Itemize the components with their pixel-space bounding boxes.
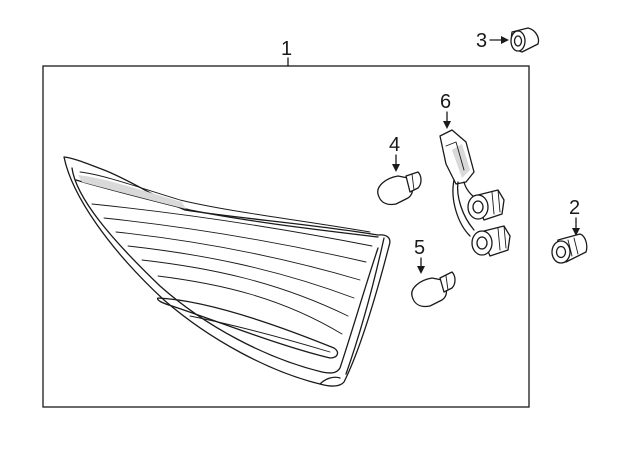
lens-line-7 <box>189 315 331 353</box>
lens-line-4 <box>127 245 355 299</box>
socket-2-ribs <box>567 237 579 257</box>
bulb-5-ribs <box>445 275 449 291</box>
callout-5-label: 5 <box>414 237 425 259</box>
callout-2-arrowhead <box>572 228 580 236</box>
housing-top-ridge-2 <box>79 171 371 233</box>
bulb-4-base <box>405 171 422 193</box>
lens-lower-panel <box>156 297 339 359</box>
callout-4[interactable]: 4 <box>389 134 400 172</box>
bulb-part-5[interactable] <box>411 271 456 308</box>
bulb-5-base <box>439 271 456 293</box>
callout-4-label: 4 <box>389 134 400 156</box>
harness-socket-lower-core <box>476 236 488 250</box>
bulb-part-4[interactable] <box>377 171 422 206</box>
harness-connector-edge <box>445 141 465 171</box>
callout-3[interactable]: 3 <box>476 30 509 52</box>
callout-5-arrowhead <box>417 266 425 274</box>
assembly-frame <box>42 65 530 408</box>
lens-line-3 <box>115 231 361 281</box>
callout-6-label: 6 <box>440 91 451 113</box>
callout-1-label: 1 <box>281 38 292 60</box>
callout-3-label: 3 <box>476 30 487 52</box>
grommet-part-3[interactable] <box>510 27 540 53</box>
callout-2-label: 2 <box>569 197 580 219</box>
housing-outer-shell <box>63 156 391 387</box>
harness-wire-1b <box>452 179 471 237</box>
housing-top-ridge <box>75 179 379 238</box>
callout-1[interactable]: 1 <box>281 38 292 67</box>
housing-top-rim <box>78 175 186 209</box>
callout-6-arrowhead <box>443 121 451 129</box>
socket-2-core <box>555 245 567 259</box>
grommet-3-hole <box>513 35 523 47</box>
housing-tip <box>319 376 341 385</box>
bulb-4-ribs <box>411 173 415 191</box>
callout-3-arrowhead <box>501 36 509 44</box>
harness-socket-upper-tabs <box>491 189 501 215</box>
housing-lens-edge <box>71 167 379 374</box>
wire-harness-part-6[interactable] <box>439 129 511 257</box>
harness-wire-1 <box>456 181 475 231</box>
housing-side-edge <box>345 237 385 375</box>
tail-lamp-housing[interactable] <box>63 156 391 387</box>
lens-line-5 <box>141 259 349 317</box>
lens-line-2 <box>103 217 367 263</box>
bulb-5-glass <box>411 277 448 308</box>
callout-5[interactable]: 5 <box>414 237 425 274</box>
harness-socket-upper-core <box>472 200 484 214</box>
lens-line-6 <box>157 275 343 335</box>
callout-6[interactable]: 6 <box>440 91 451 129</box>
lens-line-1 <box>91 203 373 247</box>
socket-part-2[interactable] <box>551 233 588 264</box>
callout-4-arrowhead <box>392 164 400 172</box>
callout-2[interactable]: 2 <box>569 197 580 236</box>
harness-socket-lower-tabs <box>497 225 507 251</box>
